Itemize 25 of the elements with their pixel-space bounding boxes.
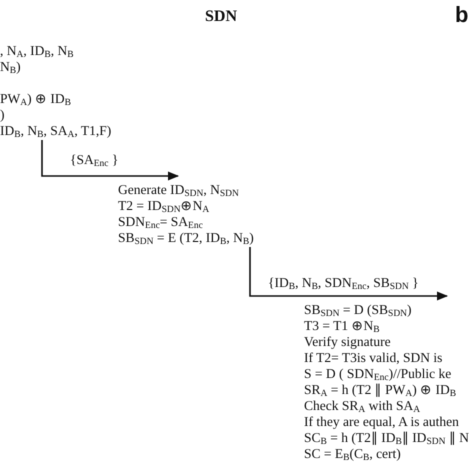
protocol-step: T3 = T1 ⊕N$_{B}$	[304, 318, 469, 334]
protocol-step: Check SR$_{A}$ with SA$_{A}$	[304, 398, 469, 414]
protocol-step: SC = E$_{B}$(C$_{B}$, cert)	[304, 446, 469, 462]
protocol-step: SR$_{A}$ = h (T2 ∥ PW$_{A}$) ⊕ ID$_{B}$	[304, 382, 469, 398]
protocol-step: N$_{B}$)	[0, 59, 112, 75]
protocol-step: PW$_{A}$) ⊕ ID$_{B}$	[0, 91, 112, 107]
protocol-step: )	[0, 107, 112, 123]
message-arrow	[41, 140, 180, 180]
protocol-step: Verify signature	[304, 334, 469, 350]
protocol-step: SC$_{B}$ = h (T2∥ ID$_{B}$∥ ID$_{SDN}$ ∥ N	[304, 430, 469, 446]
protocol-step: T2 = ID$_{SDN}$⊕N$_{A}$	[118, 198, 254, 214]
protocol-step: Generate ID$_{SDN}$, N$_{SDN}$	[118, 182, 254, 198]
panel-letter: b	[455, 2, 468, 28]
protocol-step: S = D ( SDN$_{Enc}$)//Public ke	[304, 366, 469, 382]
edge-label: {ID$_{B}$, N$_{B}$, SDN$_{Enc}$, SB$_{SDN}$ }	[268, 275, 419, 291]
protocol-step: SB$_{SDN}$ = D (SB$_{SDN}$)	[304, 302, 469, 318]
protocol-step: , N$_{A}$, ID$_{B}$, N$_{B}$	[0, 43, 112, 59]
protocol-step: If T2= T3is valid, SDN is	[304, 350, 469, 366]
protocol-step: SB$_{SDN}$ = E (T2, ID$_{B}$, N$_{B}$)	[118, 230, 254, 246]
edge-label: {SA$_{Enc}$ }	[70, 152, 118, 168]
message-arrow	[249, 247, 448, 300]
protocol-step: SDN$_{Enc}$= SA$_{Enc}$	[118, 214, 254, 230]
title: SDN	[205, 8, 238, 26]
protocol-step: If they are equal, A is authen	[304, 414, 469, 430]
protocol-step: ID$_{B}$, N$_{B}$, SA$_{A}$, T1,F)	[0, 123, 112, 139]
